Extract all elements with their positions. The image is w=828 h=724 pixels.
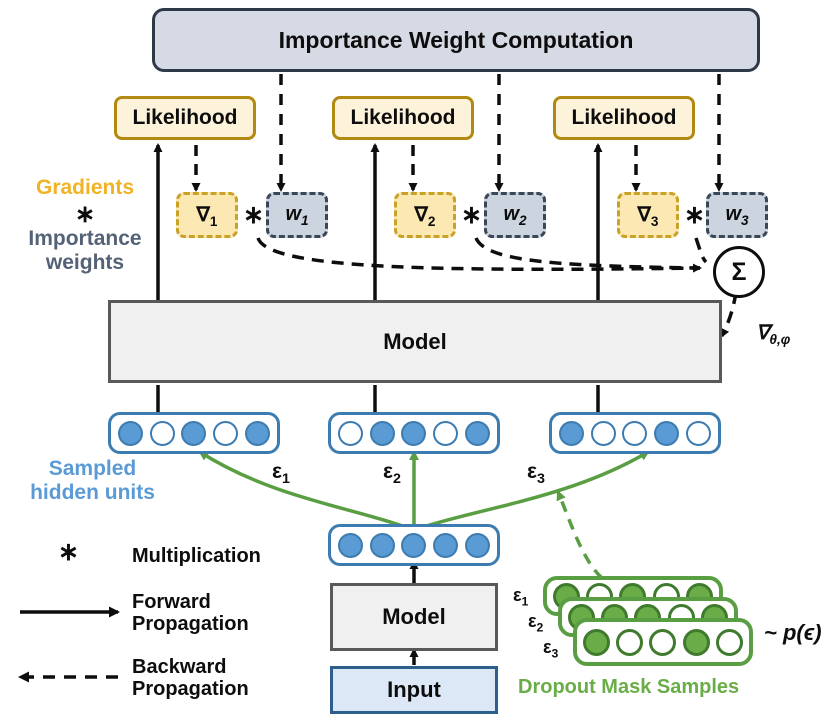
bottom-hidden-row[interactable] (328, 524, 500, 566)
model-label-top: Model (383, 328, 447, 354)
sigma-symbol: Σ (731, 257, 747, 286)
hidden-unit (245, 420, 271, 446)
legend-multiplication-label: Multiplication (132, 545, 261, 567)
legend-forward-label: Forward Propagation (132, 591, 249, 636)
gradient-theta-phi-label: ∇θ,φ (756, 322, 791, 347)
mask-unit (616, 628, 644, 656)
weight-label-1: w1 (285, 202, 309, 228)
likelihood-box-1[interactable]: Likelihood (114, 96, 256, 140)
legend-multiplication-symbol: ∗ (58, 538, 79, 566)
distribution-label: ~ p(ϵ) (764, 620, 822, 645)
gradient-box-2[interactable]: ∇2 (394, 192, 456, 238)
hidden-unit (149, 420, 175, 446)
epsilon-label-1: ε1 (272, 460, 290, 488)
epsilon-label-2: ε2 (383, 460, 401, 488)
hidden-unit (369, 420, 395, 446)
input-label: Input (387, 677, 441, 702)
mask-epsilon-label-3: ε3 (543, 637, 559, 661)
sampled-hidden-units-label: Sampled hidden units (30, 457, 155, 505)
hidden-unit (654, 420, 680, 446)
hidden-unit (401, 532, 427, 558)
hidden-unit (337, 420, 363, 446)
weight-label-3: w3 (725, 202, 749, 228)
hidden-unit (433, 532, 459, 558)
importance-weights-annotation-label: Importance weights (28, 227, 142, 274)
likelihood-label-1: Likelihood (132, 106, 238, 129)
input-box[interactable]: Input (330, 666, 498, 714)
summation-node[interactable]: Σ (713, 246, 765, 298)
hidden-unit (433, 420, 459, 446)
hidden-unit (337, 532, 363, 558)
dropout-caption-label: Dropout Mask Samples (518, 676, 740, 698)
legend-backward-label: Backward Propagation (132, 656, 249, 701)
gradient-label-3: ∇3 (637, 203, 659, 229)
epsilon-label-3: ε3 (527, 460, 545, 488)
hidden-unit (181, 420, 207, 446)
hidden-unit (117, 420, 143, 446)
header-label: Importance Weight Computation (278, 26, 634, 53)
gradient-box-3[interactable]: ∇3 (617, 192, 679, 238)
hidden-unit (558, 420, 584, 446)
model-box-bottom[interactable]: Model (330, 583, 498, 651)
hidden-unit (590, 420, 616, 446)
sampled-hidden-row-1[interactable] (108, 412, 280, 454)
mask-unit (583, 628, 611, 656)
hidden-unit (465, 532, 491, 558)
likelihood-box-3[interactable]: Likelihood (553, 96, 695, 140)
multiply-symbol-2: ∗ (461, 201, 482, 229)
hidden-unit (401, 420, 427, 446)
gradients-annotation-label: Gradients (35, 176, 135, 199)
hidden-unit (465, 420, 491, 446)
model-box-top[interactable]: Model (108, 300, 722, 383)
weight-box-1[interactable]: w1 (266, 192, 328, 238)
weight-box-2[interactable]: w2 (484, 192, 546, 238)
importance-weight-computation-box[interactable]: Importance Weight Computation (152, 8, 760, 72)
gradient-label-1: ∇1 (196, 203, 218, 229)
gradient-box-1[interactable]: ∇1 (176, 192, 238, 238)
hidden-unit (622, 420, 648, 446)
hidden-unit (213, 420, 239, 446)
hidden-unit (686, 420, 712, 446)
mask-epsilon-label-2: ε2 (528, 611, 544, 635)
multiply-symbol-3: ∗ (684, 201, 705, 229)
weight-label-2: w2 (503, 202, 527, 228)
likelihood-label-3: Likelihood (571, 106, 677, 129)
dropout-mask-row-3[interactable] (573, 618, 753, 666)
likelihood-box-2[interactable]: Likelihood (332, 96, 474, 140)
gradient-label-2: ∇2 (414, 203, 436, 229)
mask-unit (649, 628, 677, 656)
hidden-unit (369, 532, 395, 558)
mask-unit (715, 628, 743, 656)
sampled-hidden-row-2[interactable] (328, 412, 500, 454)
sampled-hidden-row-3[interactable] (549, 412, 721, 454)
multiply-symbol-1: ∗ (243, 201, 264, 229)
annotation-multiply-symbol: ∗ (74, 201, 96, 228)
weight-box-3[interactable]: w3 (706, 192, 768, 238)
mask-epsilon-label-1: ε1 (513, 585, 529, 609)
mask-unit (682, 628, 710, 656)
likelihood-label-2: Likelihood (350, 106, 456, 129)
model-label-bottom: Model (382, 604, 446, 629)
